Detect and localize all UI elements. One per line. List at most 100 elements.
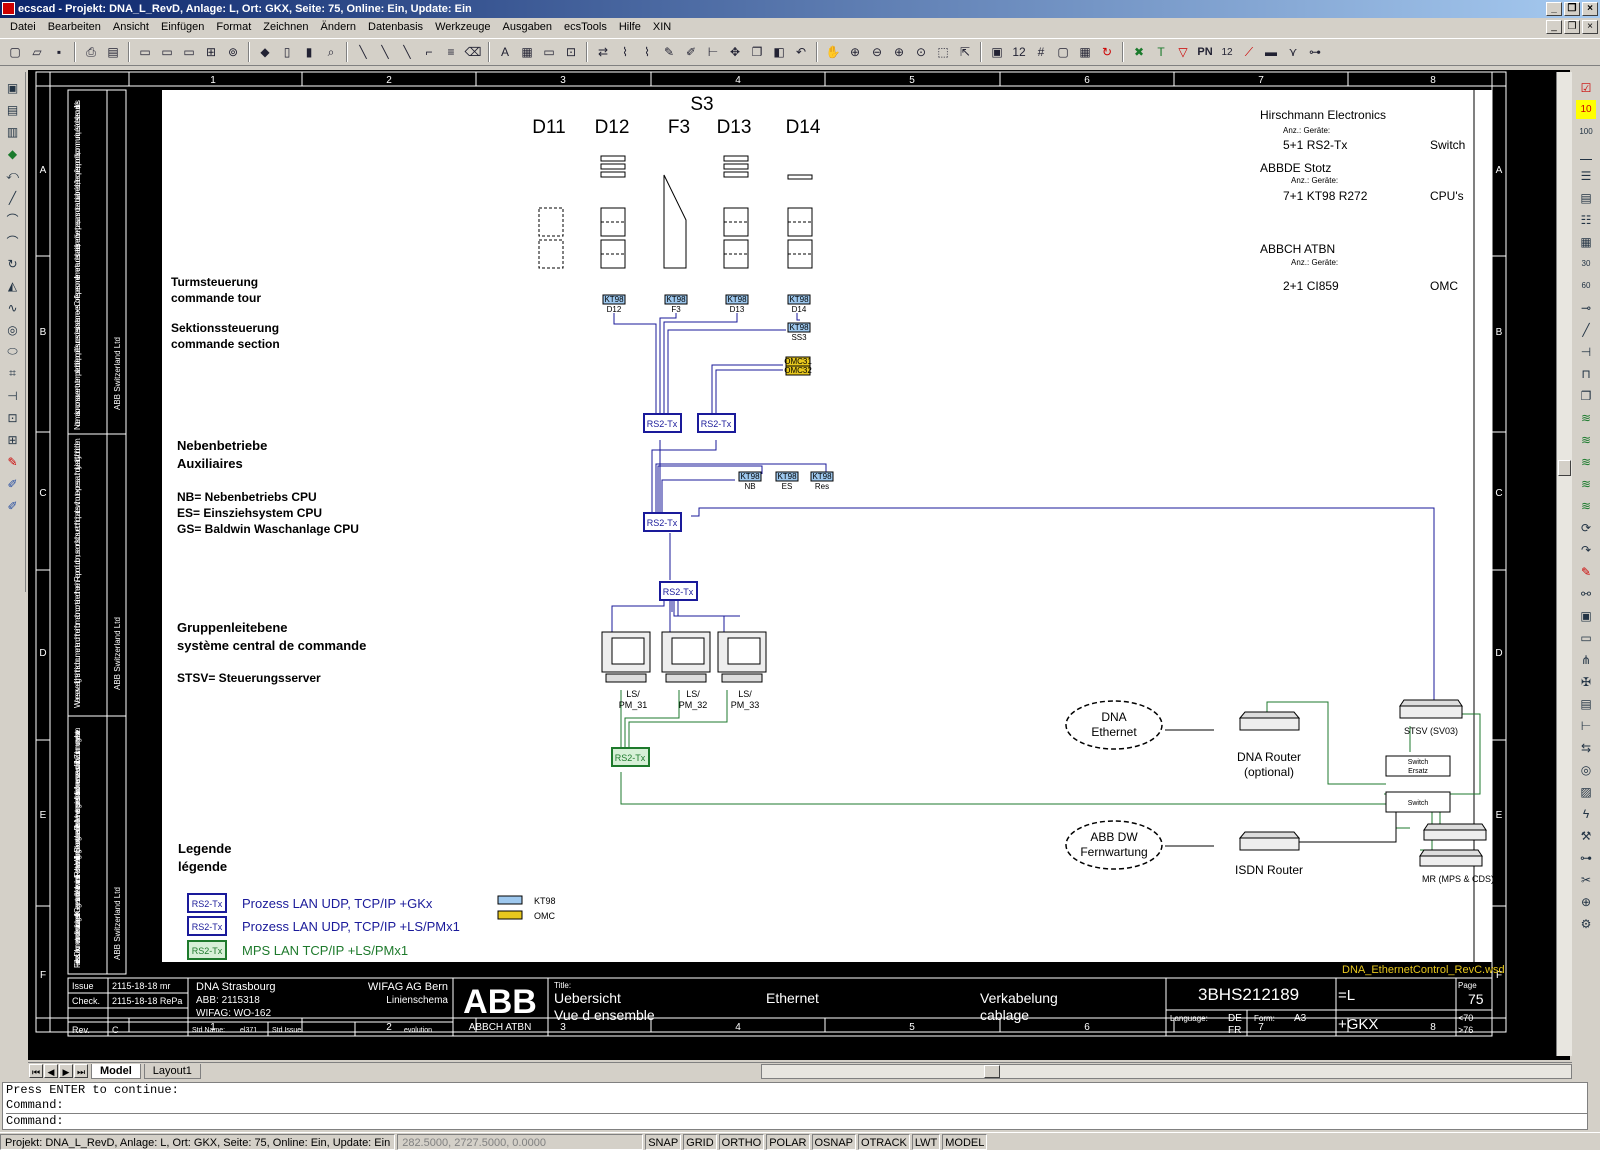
vertical-scroll-thumb[interactable] <box>1558 460 1571 476</box>
undo-arc-icon[interactable]: ⤺ <box>6 168 19 182</box>
prev-tab-button[interactable]: ◀ <box>44 1064 58 1078</box>
menu-aendern[interactable]: Ändern <box>320 21 357 33</box>
hatch-tool-icon[interactable]: ▨ <box>1580 784 1592 799</box>
kt98-es[interactable]: KT98 ES <box>775 471 799 491</box>
ellipse-icon[interactable]: ⬭ <box>7 344 18 358</box>
move-icon[interactable]: ✥ <box>729 45 741 59</box>
pn-icon[interactable]: PN <box>1197 46 1213 58</box>
print-preview-icon[interactable]: ▤ <box>107 45 119 59</box>
tab-layout1[interactable]: Layout1 <box>143 1063 201 1079</box>
draw-line-icon[interactable]: ╱ <box>8 190 17 205</box>
kt98-d14[interactable]: KT98 D14 <box>787 294 811 314</box>
list-icon[interactable]: ▥ <box>6 124 19 139</box>
polar-toggle[interactable]: POLAR <box>766 1133 810 1150</box>
hash-icon[interactable]: # <box>1037 45 1045 59</box>
coil-icon[interactable]: ⊓ <box>1581 366 1591 381</box>
trim-icon[interactable]: ⌗ <box>9 366 16 380</box>
hatch-icon[interactable]: ≡ <box>447 45 455 59</box>
undo-icon[interactable]: ↶ <box>795 45 807 59</box>
connector-icon[interactable]: ⊸ <box>1580 300 1592 315</box>
insert-icon[interactable]: ⊕ <box>1580 894 1592 909</box>
new-file-icon[interactable]: ▢ <box>9 45 21 59</box>
binoculars-icon[interactable]: ⊚ <box>227 45 239 59</box>
extend-icon[interactable]: ⊣ <box>7 388 18 403</box>
kt98-d13[interactable]: KT98 D13 <box>725 294 749 314</box>
abb-dw-cloud[interactable]: ABB DW Fernwartung <box>1065 820 1163 870</box>
disk-icon[interactable]: ▣ <box>1580 608 1592 623</box>
grid-toggle[interactable]: GRID <box>683 1133 717 1150</box>
contact-icon[interactable]: ⊣ <box>1580 344 1592 359</box>
otrack-toggle[interactable]: OTRACK <box>858 1133 910 1150</box>
menu-datenbasis[interactable]: Datenbasis <box>368 21 424 33</box>
model-toggle[interactable]: MODEL <box>942 1133 988 1150</box>
last-tab-button[interactable]: ⏭ <box>74 1064 88 1078</box>
target-icon[interactable]: ◎ <box>1580 762 1592 777</box>
bezier-icon[interactable]: ∿ <box>7 300 18 315</box>
zoom-extents-icon[interactable]: ⊙ <box>915 45 927 59</box>
drawing-canvas[interactable]: 1 2 3 4 5 6 7 8 1 2 3 4 5 6 7 8 A B C D <box>28 70 1570 1060</box>
grid-icon[interactable]: ⊞ <box>205 45 217 59</box>
table-icon[interactable]: ▦ <box>521 45 533 59</box>
edit-text-icon[interactable]: ✐ <box>7 476 18 491</box>
mirror-icon[interactable]: ◧ <box>773 45 785 59</box>
menu-bearbeiten[interactable]: Bearbeiten <box>47 21 101 33</box>
folder-icon[interactable]: ▭ <box>139 45 151 59</box>
adjust-icon[interactable]: ⊶ <box>1580 850 1592 865</box>
arc-icon[interactable]: ⌒ <box>6 213 19 227</box>
number-60-icon[interactable]: 60 <box>1581 281 1591 290</box>
pick-icon[interactable]: ⇱ <box>959 45 971 59</box>
clipboard-icon[interactable]: ▤ <box>1580 696 1592 711</box>
underscore-icon[interactable]: ⎽ <box>1579 146 1592 160</box>
menu-format[interactable]: Format <box>216 21 252 33</box>
numbering-icon[interactable]: 12 <box>1012 45 1026 59</box>
grid-small-icon[interactable]: ▦ <box>1580 234 1592 249</box>
scissors-icon[interactable]: ✂ <box>1580 872 1592 887</box>
table-list-icon[interactable]: ☰ <box>1580 168 1592 183</box>
rotate-icon[interactable]: ↻ <box>7 256 18 271</box>
marker-icon[interactable]: ✎ <box>1580 564 1592 579</box>
measure-icon[interactable]: ⊢ <box>1580 718 1592 733</box>
gem-icon[interactable]: ◆ <box>7 146 18 161</box>
menu-datei[interactable]: Datei <box>10 21 36 33</box>
doc-close-button[interactable]: × <box>1582 20 1598 34</box>
switch-small[interactable]: Switch <box>1385 791 1451 813</box>
zoom-window-icon[interactable]: ⊡ <box>565 45 577 59</box>
bolt-icon[interactable]: ϟ <box>1582 806 1590 821</box>
doc-minimize-button[interactable]: _ <box>1546 20 1562 34</box>
select-icon[interactable]: ⬚ <box>937 45 949 59</box>
text-icon[interactable]: A <box>500 45 509 59</box>
cube-icon[interactable]: ◆ <box>260 45 270 59</box>
dna-ethernet-cloud[interactable]: DNA Ethernet <box>1065 700 1163 750</box>
menu-ausgaben[interactable]: Ausgaben <box>502 21 553 33</box>
folder-save-icon[interactable]: ▭ <box>183 45 195 59</box>
layers3-icon[interactable]: ≋ <box>1580 454 1592 469</box>
circle-icon[interactable]: ◎ <box>7 322 18 337</box>
kt98-d12[interactable]: KT98 D12 <box>602 294 626 314</box>
copy-icon[interactable]: ❐ <box>751 45 763 59</box>
menu-ecstools[interactable]: ecsTools <box>564 21 607 33</box>
mr-servers[interactable]: MR (MPS & CDS) <box>1419 823 1494 884</box>
pc-ls-pm33[interactable]: LS/ PM_33 <box>717 631 767 710</box>
line-icon[interactable]: ╲ <box>359 45 367 59</box>
refresh-icon[interactable]: ↻ <box>1101 45 1113 59</box>
monitor-icon[interactable]: ▭ <box>1580 630 1592 645</box>
switch-rs2tx-mps[interactable]: RS2-Tx <box>611 747 650 767</box>
horizontal-scroll-thumb[interactable] <box>983 1064 1000 1078</box>
vertical-scrollbar[interactable] <box>1556 72 1572 1056</box>
horizontal-scrollbar[interactable] <box>760 1063 1572 1079</box>
angled-line-icon[interactable]: ╱ <box>1582 322 1590 337</box>
wire-number-icon[interactable]: ⟋ <box>1244 44 1254 59</box>
menu-zeichnen[interactable]: Zeichnen <box>263 21 309 33</box>
close-button[interactable]: × <box>1582 2 1598 16</box>
number-100-icon[interactable]: 100 <box>1579 127 1593 136</box>
pc-ls-pm32[interactable]: LS/ PM_32 <box>661 631 711 710</box>
paint-icon[interactable]: ✎ <box>7 454 18 469</box>
next-tab-button[interactable]: ▶ <box>59 1064 73 1078</box>
command-window[interactable]: Press ENTER to continue: Command: Comman… <box>2 1082 1588 1130</box>
menu-ansicht[interactable]: Ansicht <box>112 21 149 33</box>
tab-model[interactable]: Model <box>91 1063 141 1079</box>
ortho-toggle[interactable]: ORTHO <box>718 1133 765 1150</box>
copy-block-icon[interactable]: ❐ <box>1580 388 1592 403</box>
block-insert-icon[interactable]: ⊞ <box>7 432 18 447</box>
wire-icon[interactable]: ⌇ <box>622 45 628 59</box>
